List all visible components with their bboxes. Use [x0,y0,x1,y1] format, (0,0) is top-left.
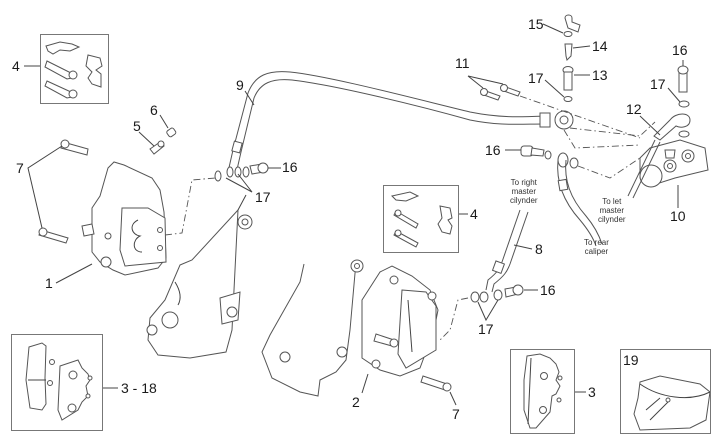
callout-17-right: 17 [650,76,666,92]
leader-17c [667,87,681,103]
leader-14 [572,45,591,49]
bolts-11 [480,84,521,101]
hose-to-left-master-edge [632,141,661,199]
callout-12: 12 [626,101,642,117]
leader-12 [639,115,661,136]
dash-line-11 [519,95,641,139]
caliper-bolts-left [38,139,89,244]
dash-line-switch [569,121,656,137]
note-line: To right [510,178,537,187]
note-line: master [599,206,625,215]
brake-pads-set-3 [523,353,563,429]
callout-3: 3 [588,384,596,400]
callout-10: 10 [670,208,686,224]
leader-11 [467,75,504,89]
note-line: cilynder [598,215,626,224]
dash-line-banjo [563,129,641,149]
bleed-screw [149,127,177,155]
callout-16-left: 16 [282,159,298,175]
callout-17-left: 17 [255,189,271,205]
banjo-middle-parts [520,145,603,247]
callout-7-lower: 7 [452,406,460,422]
hose-to-left-master [627,139,656,197]
note-line: master [511,187,537,196]
callout-6: 6 [150,102,158,118]
pad-pin-kit-top [44,41,103,99]
note-line: To let [602,197,622,206]
note-to-left-master: To let master cilynder [598,197,626,224]
callout-3-18: 3 - 18 [121,380,157,396]
callout-9: 9 [236,77,244,93]
callout-16-top-right: 16 [672,42,688,58]
brake-pads-set-3-18 [25,342,93,421]
left-fork-leg [146,194,253,359]
note-to-right-master: To right master cilynder [510,178,538,205]
callout-4-top: 4 [12,58,20,74]
callout-1: 1 [45,275,53,291]
callout-14: 14 [592,38,608,54]
leader-2 [361,373,369,394]
dash-line-left [164,177,216,236]
switch-parts [562,14,581,102]
note-line: caliper [584,247,609,256]
leader-8 [513,244,533,250]
note-to-rear-caliper: To rear caliper [584,238,609,256]
leader-15 [542,23,564,34]
note-line: To rear [584,238,609,247]
callout-11: 11 [455,55,470,71]
bag-box-19 [620,349,711,434]
caliper-bolt-lower [420,375,452,392]
note-line: cilynder [510,196,538,205]
leader-5 [138,131,155,147]
dash-line-right [439,297,469,341]
callout-15: 15 [528,16,544,32]
dash-line-16 [577,157,641,179]
leader-17b [544,79,565,98]
callout-4-middle: 4 [470,206,478,222]
pad-pin-kit-middle [391,191,453,248]
callout-17-lower: 17 [478,321,494,337]
callout-7-left: 7 [16,160,24,176]
banjo-left-parts [214,162,269,182]
right-fork-leg [261,259,364,397]
callout-2: 2 [352,394,360,410]
callout-8: 8 [535,241,543,257]
leader-9 [244,90,255,106]
callout-5: 5 [133,118,141,134]
pads-box-3-18 [11,334,103,431]
leader-7a [27,145,63,229]
leader-7b [449,391,457,406]
leader-17d [477,299,499,322]
kit-box-middle [383,185,459,253]
callout-16-lower: 16 [540,282,556,298]
pads-box-3 [510,349,575,434]
banjo-lower-parts [470,284,524,303]
brake-hose-8 [485,209,529,293]
cover-bag-19 [633,375,711,431]
callout-13: 13 [592,67,608,83]
leader-6 [159,114,169,129]
kit-box-top-left [40,34,109,104]
leader-1 [55,263,93,284]
left-caliper [81,161,167,276]
callout-17-top: 17 [528,70,544,86]
callout-19: 19 [623,352,639,368]
callout-16-middle: 16 [485,142,501,158]
leader-17a [225,173,253,193]
brake-hose-9 [227,71,574,175]
master-cylinder-parts [639,65,709,188]
right-caliper [361,265,439,377]
